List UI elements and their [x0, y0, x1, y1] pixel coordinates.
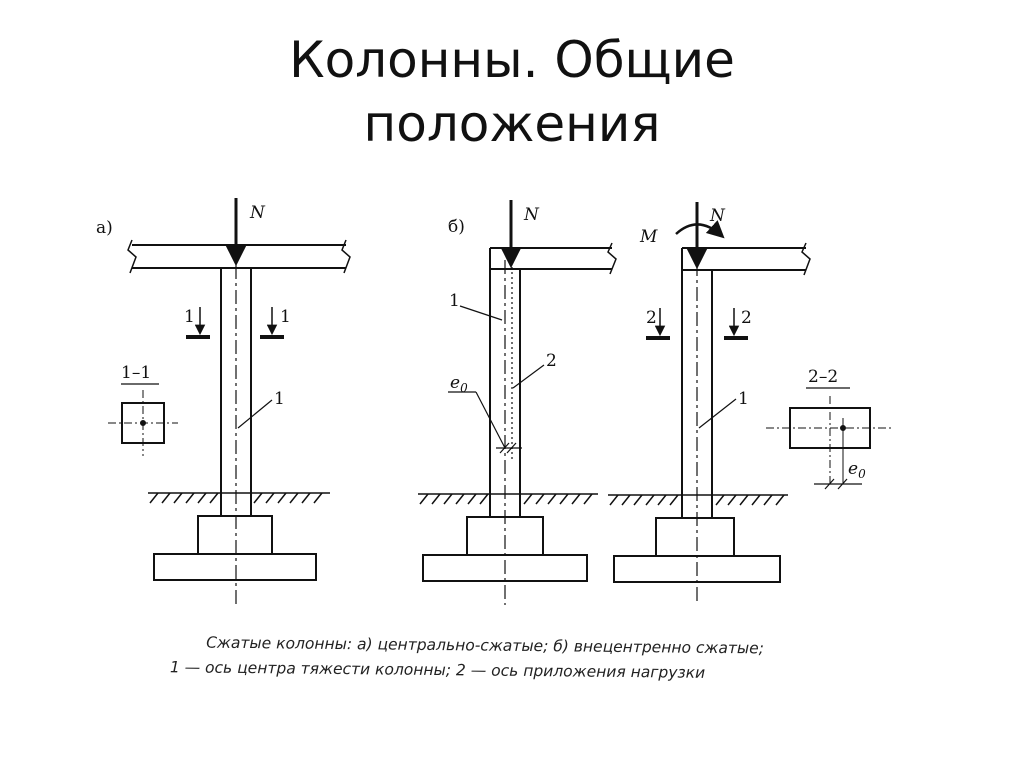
foundation-slab-a: [153, 553, 317, 581]
section-mark-1-left: 1: [184, 307, 210, 339]
section-2-label-right: 2: [741, 308, 752, 328]
eccentricity-marker-b: e0: [448, 373, 522, 454]
section-2-2-title: 2–2: [808, 367, 838, 387]
section-mark-2-right: 2: [724, 308, 752, 340]
column-b-moment: N M 2 2 1: [608, 202, 811, 605]
axis-1-leader-a: [237, 399, 273, 429]
axis-1-label-a: 1: [274, 389, 285, 409]
section-mark-2-left: 2: [646, 308, 670, 340]
part-b-label: б): [448, 217, 465, 237]
column-b-eccentric: б) N 1 2 e0: [418, 200, 617, 605]
slide-title: Колонны. Общие положения: [0, 28, 1024, 156]
axis-1-leader-c: [698, 398, 737, 429]
axis-2-label-b: 2: [546, 351, 557, 371]
column-a: а) N 1 1 1: [96, 198, 351, 605]
section-1-label-right: 1: [280, 307, 291, 327]
section-mark-1-right: 1: [260, 307, 291, 339]
axis-1-label-c: 1: [738, 389, 749, 409]
foundation-slab-c: [613, 555, 781, 583]
part-a-label: а): [96, 218, 113, 238]
force-n-label-a: N: [249, 203, 266, 223]
slide-title-line1: Колонны. Общие: [289, 31, 735, 89]
axis-1-label-b: 1: [449, 291, 460, 311]
force-n-label-b: N: [523, 205, 540, 225]
slide-title-line2: положения: [363, 95, 661, 153]
foundation-slab-b: [422, 554, 588, 582]
figure-caption: Сжатые колонны: а) центрально-сжатые; б)…: [170, 630, 890, 688]
eccentricity-label-b: e0: [450, 373, 468, 395]
foundation-pedestal-c: [655, 517, 735, 557]
section-2-2: 2–2 e0: [766, 367, 892, 490]
moment-m-label: M: [639, 227, 658, 247]
section-1-label-left: 1: [184, 307, 195, 327]
axis-2-leader-b: [512, 364, 545, 389]
moment-arc: [675, 220, 725, 239]
section-1-1-title: 1–1: [121, 363, 151, 383]
section-2-label-left: 2: [646, 308, 657, 328]
ground-b: [418, 493, 598, 505]
foundation-pedestal-a: [197, 515, 273, 555]
eccentricity-label-2-2: e0: [848, 459, 866, 481]
axis-1-leader-b: [459, 305, 503, 321]
ground-c: [608, 494, 788, 506]
ground-a: [148, 492, 330, 504]
section-1-1: 1–1: [108, 363, 178, 456]
force-n-label-c: N: [709, 206, 726, 226]
